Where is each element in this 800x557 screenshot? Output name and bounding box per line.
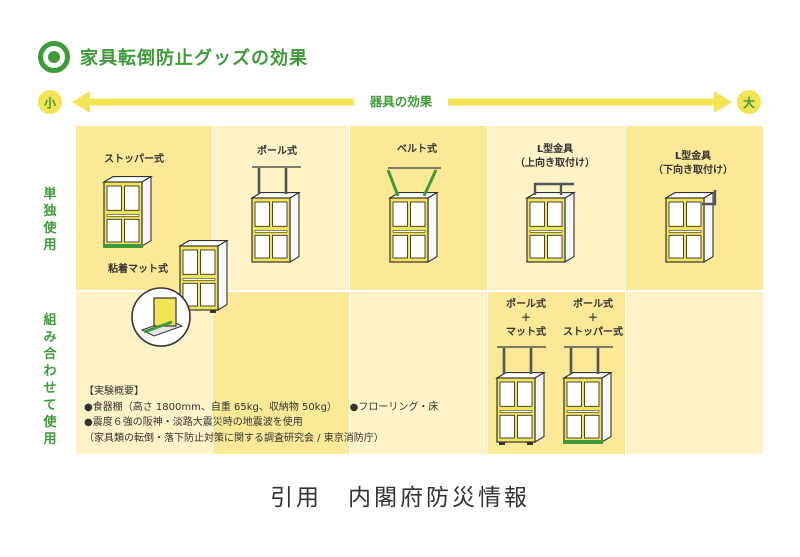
cabinet-stopper-illustration: [102, 175, 153, 248]
grid-cell: [213, 292, 349, 454]
row-label-combined-use: 組み合わせて使用: [43, 313, 57, 447]
grid-cell: [350, 292, 487, 454]
label-pole: ポール式: [257, 146, 297, 157]
adhesive-mat-zoom-icon: [131, 287, 191, 347]
scale-high-marker: 大: [737, 90, 761, 114]
label-stopper: ストッパー式: [104, 154, 164, 165]
cabinet-adhesive-mat-illustration: [178, 239, 229, 313]
arrow-right-icon: [714, 91, 732, 113]
cabinet-belt-illustration: [386, 167, 441, 263]
scale-label: 器具の効果: [354, 92, 448, 112]
diagram-title: 家具転倒防止グッズの効果: [80, 48, 308, 69]
label-l-bracket-down: L型金具 （下向き取付け）: [653, 151, 733, 176]
source-caption: 引用 内閣府防災情報: [270, 485, 530, 511]
grid-cell: [626, 292, 763, 454]
label-l-bracket-up: L型金具 （上向き取付け）: [515, 144, 595, 169]
label-adhesive-mat: 粘着マット式: [108, 264, 168, 275]
cabinet-pole-illustration: [250, 166, 301, 263]
notes-line: ●食器棚（高さ 1800mm、自重 65kg、収納物 50kg） ●フローリング…: [84, 401, 439, 413]
title-row: 家具転倒防止グッズの効果: [38, 40, 308, 74]
scale-low-marker: 小: [38, 90, 62, 114]
cabinet-pole-mat-illustration: [495, 346, 546, 445]
experiment-notes: 【実験概要】 ●食器棚（高さ 1800mm、自重 65kg、収納物 50kg） …: [84, 384, 438, 446]
row-label-single-use: 単独使用: [43, 187, 57, 253]
cabinet-pole-stopper-illustration: [562, 346, 613, 444]
notes-line: （家具類の転倒・落下防止対策に関する調査研究会 / 東京消防庁）: [84, 432, 384, 444]
arrow-left-icon: [72, 91, 90, 113]
cabinet-l-bracket-up-illustration: [525, 182, 576, 263]
notes-line: ●震度６強の阪神・淡路大震災時の地震波を使用: [84, 417, 303, 428]
label-belt: ベルト式: [397, 144, 437, 155]
label-pole-plus-stopper: ポール式 ＋ ストッパー式: [563, 299, 623, 338]
notes-heading: 【実験概要】: [84, 386, 144, 397]
cabinet-l-bracket-down-illustration: [664, 190, 717, 263]
label-pole-plus-mat: ポール式 ＋ マット式: [506, 299, 546, 338]
target-icon: [38, 41, 70, 73]
